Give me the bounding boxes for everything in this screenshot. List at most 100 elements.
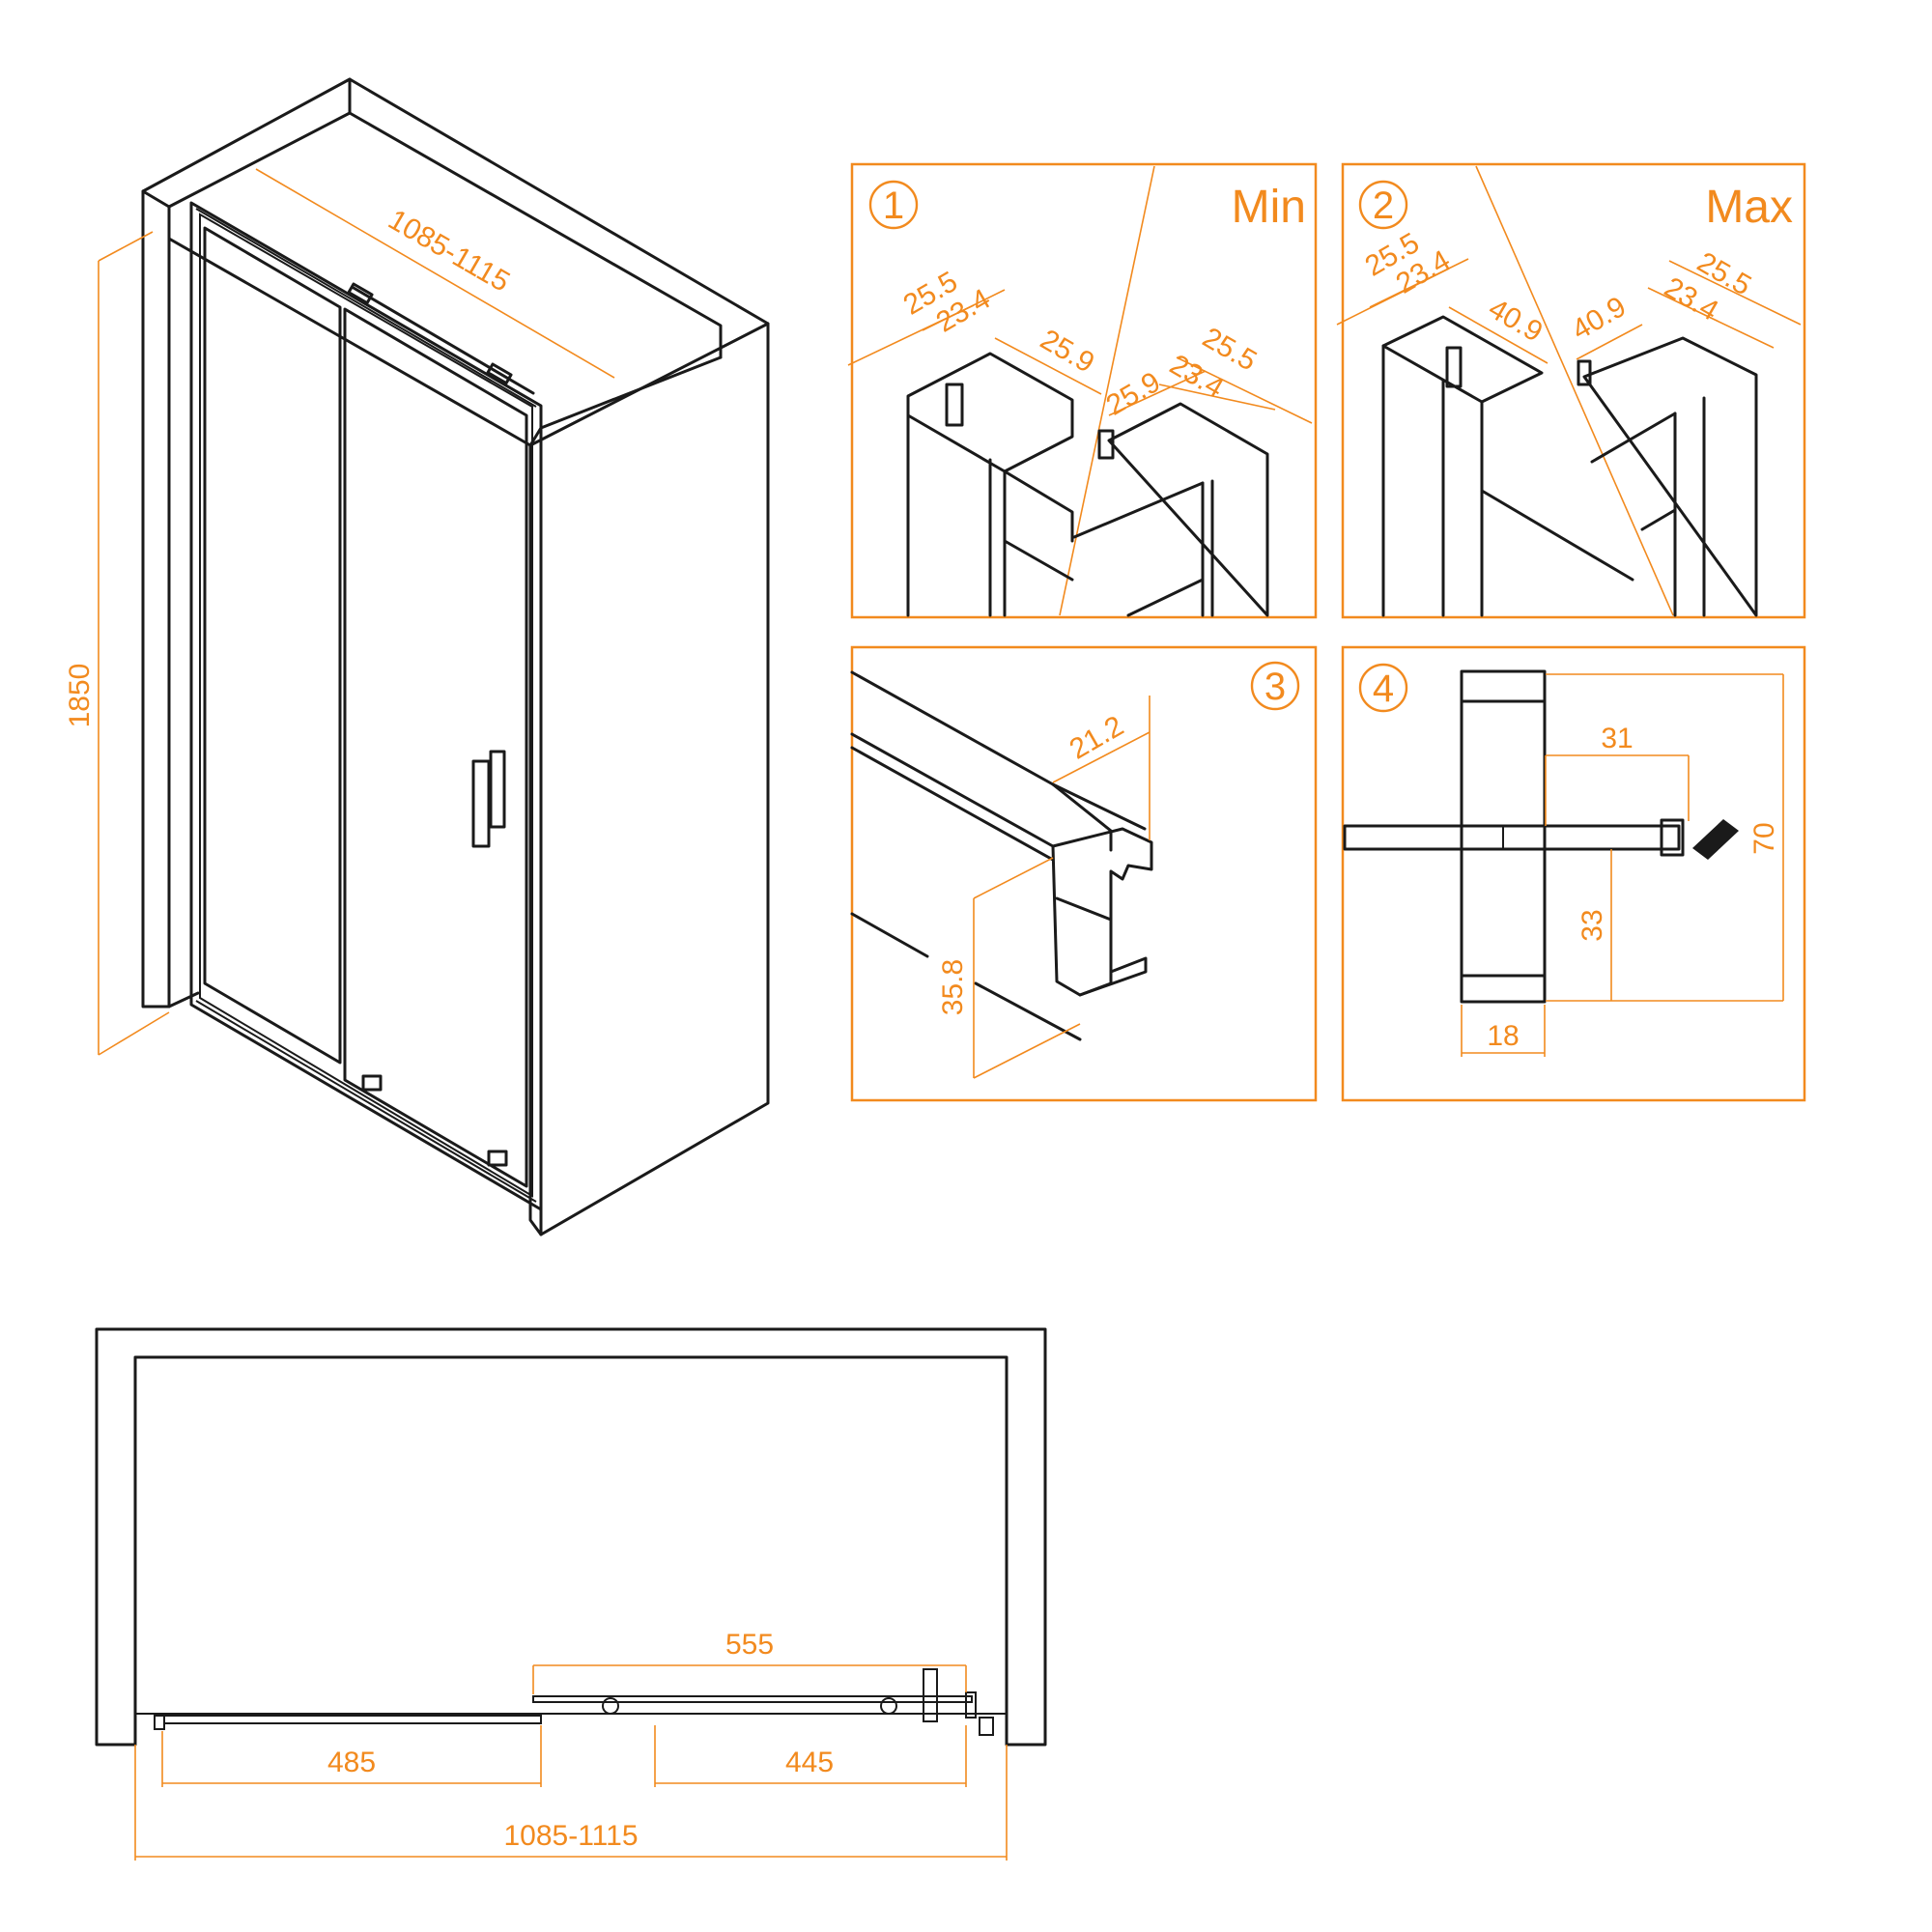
- detail-2-title: Max: [1705, 182, 1793, 233]
- detail-1-min: 1 Min 25.5 23.4 25.9 25.9 23.4 25.5: [847, 162, 1318, 619]
- door-handle-bar: [489, 750, 506, 829]
- height-extension-top: [98, 231, 154, 262]
- detail-1-dim-line: [1158, 384, 1276, 411]
- plan-view: 555 485 445 1085-1115: [95, 1327, 1047, 1861]
- detail-3-profile-section: [1051, 827, 1153, 997]
- detail-3-rail-top-inner: [850, 732, 1055, 848]
- detail-1-frame: [850, 162, 1318, 619]
- detail-1-badge: [868, 180, 919, 230]
- detail-2-dim-label: 40.9: [1483, 293, 1548, 349]
- detail-1-number: 1: [883, 185, 904, 227]
- detail-3-rail-bottom-2: [974, 981, 1082, 1041]
- detail-4-frame: [1341, 645, 1806, 1102]
- bottom-guide: [361, 1074, 383, 1092]
- detail-3-profile-web: [1055, 896, 1113, 922]
- detail-2-left-profile-top: [1381, 315, 1544, 404]
- detail-4-badge: [1358, 663, 1408, 713]
- detail-3-frame: [850, 645, 1318, 1102]
- detail-3-dim-label: 35.8: [937, 959, 969, 1015]
- plan-roller: [602, 1697, 619, 1715]
- width-dimension-line: [255, 168, 615, 379]
- detail-3: 3 21.2 35.8: [850, 645, 1318, 1102]
- fixed-glass-panel: [203, 226, 342, 1065]
- roller-rail: [352, 286, 535, 395]
- door-frame: [189, 201, 543, 1211]
- plan-handle: [923, 1668, 938, 1722]
- detail-2-dim-line: [1647, 287, 1775, 349]
- plan-fixed-panel: [163, 1715, 542, 1724]
- detail-3-badge: [1250, 661, 1300, 711]
- plan-stopper: [965, 1691, 977, 1719]
- detail-1-dim-label: 25.9: [1035, 324, 1099, 380]
- wall-bottom-left: [167, 991, 200, 1009]
- plan-wall-bracket: [979, 1717, 994, 1736]
- detail-1-dim-line: [994, 337, 1102, 395]
- detail-1-left-profile-top: [906, 352, 1074, 473]
- detail-1-dim-line: [1176, 356, 1313, 424]
- detail-1-right-profile-top: [1107, 402, 1269, 617]
- height-dimension-label: 1850: [64, 664, 96, 728]
- detail-4-seal-clip: [1660, 818, 1685, 857]
- detail-4-glass: [1343, 824, 1681, 851]
- plan-right-label: 445: [785, 1747, 834, 1778]
- detail-1-left-plane-lower: [1003, 539, 1074, 582]
- plan-sliding-panel: [532, 1695, 973, 1703]
- detail-1-right-plane-lower: [1126, 578, 1205, 617]
- detail-2-right-profile-top: [1582, 336, 1758, 617]
- bottom-rail: [195, 1000, 537, 1203]
- wall-inner-top-edge: [167, 111, 352, 209]
- detail-3-dim-line: [973, 857, 1054, 899]
- detail-2-left-plane: [1480, 489, 1634, 582]
- detail-4-dim-label: 70: [1748, 822, 1780, 854]
- detail-4-dim-label: 31: [1601, 723, 1633, 754]
- detail-3-rail-top-inner-2: [850, 746, 1055, 862]
- isometric-view: 1850 1085-1115: [64, 77, 770, 1236]
- height-extension-bottom: [98, 1011, 170, 1056]
- sliding-glass-panel: [343, 307, 528, 1188]
- detail-3-dim-line: [973, 1023, 1081, 1079]
- detail-4: 4 31 70 33 18: [1341, 645, 1806, 1102]
- detail-1-right-plane: [1072, 481, 1205, 539]
- detail-1-title: Min: [1232, 182, 1306, 233]
- detail-2-right-plane-lower: [1640, 508, 1677, 531]
- detail-1-dim-line: [1108, 370, 1207, 416]
- wall-edge-left: [141, 189, 171, 241]
- bottom-guide: [487, 1150, 508, 1167]
- detail-2-dim-line: [1369, 258, 1469, 308]
- detail-4-profile: [1460, 669, 1547, 1004]
- wall-inner-back-edge: [348, 77, 723, 359]
- plan-left-label: 485: [327, 1747, 376, 1778]
- detail-2-seal: [1445, 346, 1463, 388]
- detail-4-dim-label: 33: [1577, 909, 1608, 941]
- detail-1-right-seal: [1097, 429, 1115, 460]
- detail-2-right-plane: [1590, 412, 1677, 464]
- detail-1-seal: [945, 383, 964, 427]
- detail-3-profile-foot: [1078, 956, 1148, 997]
- plan-wall-bracket: [154, 1715, 165, 1730]
- plan-roller: [880, 1697, 897, 1715]
- detail-2-number: 2: [1373, 185, 1394, 227]
- detail-2-dim-line: [1668, 260, 1802, 326]
- door-frame-inner: [199, 213, 533, 1198]
- door-handle: [471, 759, 491, 848]
- detail-4-magnetic-seal: [1692, 819, 1739, 860]
- top-rail: [195, 208, 537, 408]
- detail-1-break-line: [1059, 165, 1155, 616]
- detail-2-break-line: [1475, 165, 1674, 616]
- plan-wall-outline: [95, 1327, 1047, 1747]
- detail-3-rail-bottom: [850, 912, 929, 958]
- detail-2-dim-line: [1576, 324, 1643, 360]
- detail-3-number: 3: [1264, 666, 1286, 708]
- detail-3-dim-line: [1052, 731, 1151, 783]
- width-dimension-label: 1085-1115: [383, 204, 515, 298]
- wall-outline: [141, 77, 770, 1236]
- detail-3-dim-label: 21.2: [1065, 710, 1129, 766]
- detail-4-number: 4: [1373, 668, 1394, 710]
- detail-1-left-plane: [1003, 469, 1074, 543]
- plan-total-label: 1085-1115: [503, 1820, 638, 1852]
- detail-2-badge: [1358, 180, 1408, 230]
- detail-2-right-seal: [1577, 359, 1592, 386]
- detail-2-max: 2 Max 25.5 23.4 40.9 40.9 23.4 25.5: [1336, 162, 1806, 619]
- plan-overlap-label: 555: [725, 1629, 774, 1661]
